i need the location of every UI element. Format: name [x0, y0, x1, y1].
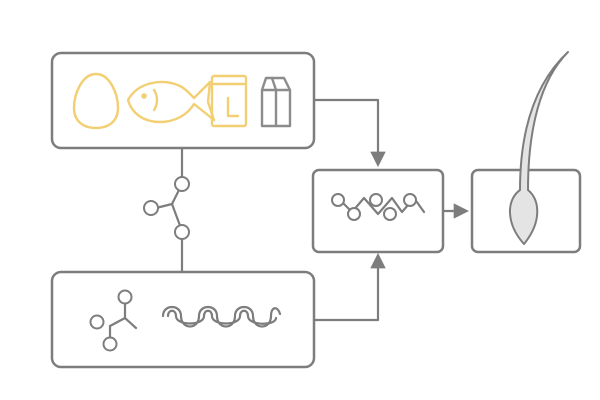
- connectors: [143, 98, 470, 322]
- amino-acid-chain-icon: [161, 305, 282, 328]
- food-sources-box: [50, 51, 316, 150]
- edge-food-to-peptide: [312, 98, 386, 168]
- molecule-icon: [89, 289, 138, 352]
- food-bag-icon: [210, 74, 248, 128]
- link-molecule-icon: [143, 146, 190, 274]
- fish-icon: [126, 80, 216, 124]
- egg-icon: [72, 72, 120, 130]
- amino-acids-box: [50, 270, 316, 369]
- hair-strand-icon: [508, 51, 569, 245]
- edge-amino-to-peptide: [312, 252, 386, 322]
- milk-carton-icon: [260, 76, 292, 128]
- hair-box: [470, 51, 582, 254]
- peptide-box: [311, 168, 445, 254]
- peptide-chain-icon: [331, 193, 426, 221]
